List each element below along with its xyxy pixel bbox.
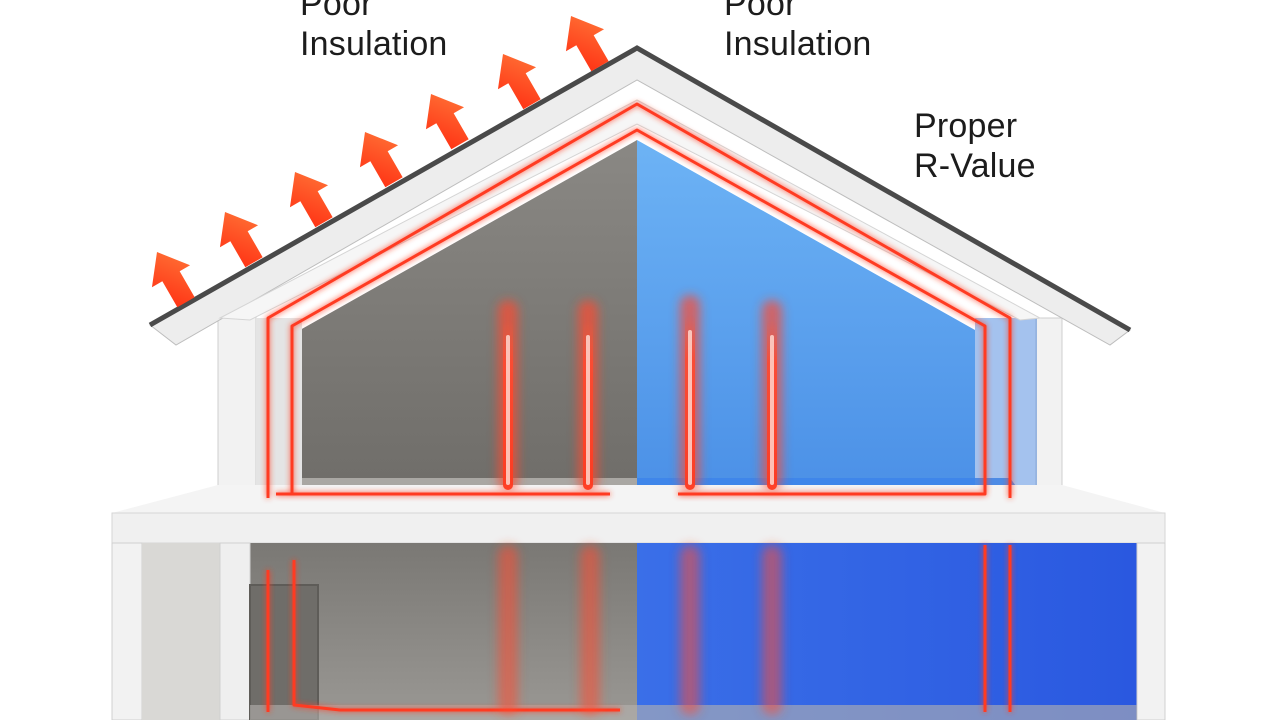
roof-edge bbox=[148, 45, 1132, 333]
slab-top bbox=[112, 485, 1165, 513]
arrow-up-right-icon bbox=[289, 172, 333, 228]
label-right-line2: R-Value bbox=[914, 147, 1036, 185]
heat-flow-lines bbox=[266, 102, 1012, 712]
attic-gray-poor-side bbox=[300, 140, 637, 505]
arrow-up-right-icon bbox=[219, 212, 263, 268]
lower-right-wall bbox=[1136, 542, 1166, 720]
poor-insulation-label-left: Poor Insulation bbox=[300, 0, 448, 64]
poor-insulation-label-mid: Poor Insulation bbox=[724, 0, 872, 64]
arrow-up-right-icon bbox=[565, 16, 609, 72]
roof bbox=[148, 45, 1132, 346]
lower-blue-proper-side bbox=[637, 543, 1137, 720]
lower-left-partition bbox=[219, 542, 251, 720]
label-mid-line1: Poor bbox=[724, 0, 797, 23]
slab-front bbox=[111, 512, 1166, 544]
lower-left-wall bbox=[111, 542, 143, 720]
arrow-up-right-icon bbox=[497, 54, 541, 110]
lower-floor bbox=[111, 542, 1166, 720]
lower-door-frame bbox=[249, 584, 319, 720]
label-left-line2: Insulation bbox=[300, 25, 448, 63]
lower-left-room bbox=[142, 543, 222, 720]
upper-left-wall-inner bbox=[256, 318, 302, 508]
upper-right-wall bbox=[1035, 317, 1063, 509]
heat-lower-left-b bbox=[292, 560, 620, 712]
label-left-line1: Poor bbox=[300, 0, 373, 23]
mid-floor-slab bbox=[111, 485, 1166, 544]
arrow-up-right-icon bbox=[359, 132, 403, 188]
heat-loop-outer bbox=[266, 102, 1012, 498]
heat-loss-arrows bbox=[151, 16, 609, 308]
label-right-line1: Proper bbox=[914, 107, 1018, 145]
label-mid-line2: Insulation bbox=[724, 25, 872, 63]
ceiling-band bbox=[218, 99, 1042, 321]
proper-r-value-label: Proper R-Value bbox=[914, 106, 1036, 186]
arrow-up-right-icon bbox=[425, 94, 469, 150]
arrow-up-right-icon bbox=[151, 252, 195, 308]
upper-left-wall bbox=[217, 311, 257, 509]
attic-blue-proper-side bbox=[637, 140, 975, 505]
heat-loop-inner bbox=[290, 128, 987, 496]
heat-risers bbox=[498, 295, 782, 715]
attic-interior bbox=[218, 140, 1030, 505]
